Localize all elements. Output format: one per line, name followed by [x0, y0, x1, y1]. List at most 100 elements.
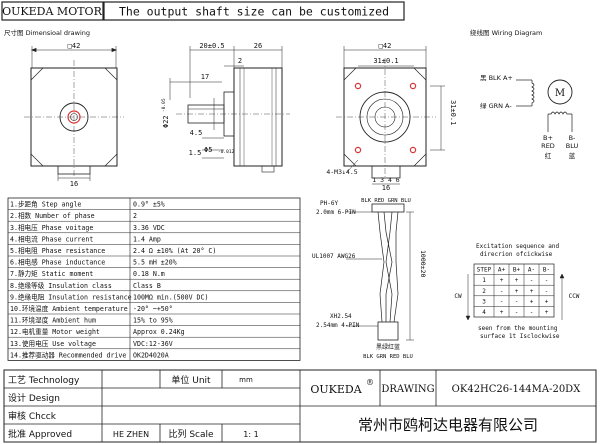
excitation-header-cell: B-	[543, 267, 550, 274]
excitation-header-cell: A+	[498, 267, 506, 274]
excitation-frame	[473, 263, 555, 318]
dim-1-5: 1.5	[189, 149, 202, 157]
wiring-diagram	[516, 79, 573, 132]
excitation-header-cell: A-	[528, 267, 535, 274]
wire-blu: BLU	[566, 142, 579, 150]
front-width-label: □42	[68, 42, 81, 50]
company-name: 常州市鸥柯达电器有限公司	[358, 416, 538, 434]
header: OUKEDA MOTOR The output shaft size can b…	[1, 1, 405, 21]
wire-colors-bottom-cn: 黑绿红蓝	[376, 343, 400, 351]
rear-view	[336, 46, 445, 185]
spec-value: 0.18 N.m	[133, 270, 165, 278]
scale-label: 比列 Scale	[168, 428, 214, 440]
spec-value: -20° ~+50°	[133, 305, 173, 313]
ph-pitch-label: 2.0mm 6-PIN	[316, 209, 356, 216]
model-number: OK42HC26-144MA-20DX	[452, 384, 582, 395]
spec-label: 8.绝缘等级 Insulation class	[10, 281, 112, 290]
front-connector-width: 16	[70, 180, 78, 188]
technology-label: 工艺 Technology	[8, 375, 80, 386]
excitation-cell: 2	[482, 288, 486, 295]
spec-label: 9.绝缘电阻 Insulation resistance	[10, 292, 132, 301]
approver-name: HE ZHEN	[113, 430, 149, 439]
unit-value: mm	[239, 376, 253, 384]
excitation-note-1: seen from the mounting	[478, 325, 558, 332]
excitation-cell: +	[515, 277, 519, 284]
registered-mark: ®	[366, 378, 374, 387]
svg-text:31±0.1: 31±0.1	[449, 100, 457, 125]
spec-label: 5.相电阻 Phase resistance	[10, 246, 105, 255]
boss-diameter-dim: Φ22 -0.05	[161, 98, 170, 128]
excitation-cell: +	[500, 277, 504, 284]
wiring-title: 绕线图 Wiring Diagram	[470, 28, 542, 37]
excitation-cell: -	[530, 309, 534, 316]
excitation-title-1: Excitation sequence and	[476, 243, 559, 250]
spec-label: 12.电机重量 Motor weight	[10, 327, 100, 336]
spec-label: 13.使用电压 Use voltage	[10, 339, 96, 348]
hole-pitch-dim: 31±0.1	[373, 57, 398, 65]
spec-value: 1.4 Amp	[133, 235, 161, 243]
svg-text:Φ22: Φ22	[162, 115, 170, 128]
spec-label: 6.相电感 Phase inductance	[10, 258, 105, 267]
scale-value: 1: 1	[243, 430, 258, 439]
check-label: 审核 Chcck	[8, 410, 57, 422]
spec-label: 10.环境温度 Ambient temperature	[10, 304, 128, 313]
excitation-header-cell: B+	[513, 267, 521, 274]
spec-value: 15% to 95%	[133, 317, 173, 325]
mount-thread-label: 4-M3↓4.5	[326, 168, 357, 176]
wire-a-plus: 黑 BLK A+	[480, 74, 513, 82]
spec-label: 1.步距角 Step angle	[10, 200, 81, 209]
direction-arrows	[465, 273, 565, 321]
spec-value: 5.5 mH ±20%	[133, 259, 177, 267]
dim-17: 17	[201, 73, 209, 81]
svg-text:-0.05: -0.05	[161, 98, 167, 112]
dimension-title: 尺寸图 Dimensioal drawing	[4, 28, 90, 37]
excitation-cell: -	[500, 288, 504, 295]
excitation-cell: +	[530, 288, 534, 295]
svg-text:1000±20: 1000±20	[419, 250, 427, 277]
xh-connector-label: XH2.54	[330, 313, 352, 320]
tagline: The output shaft size can be customized	[119, 5, 389, 19]
excitation-cell: +	[515, 288, 519, 295]
spec-value: 3.36 VDC	[133, 224, 165, 232]
spec-value: Approx 0.24Kg	[133, 328, 185, 336]
spec-value: 0.9° ±5%	[133, 201, 165, 209]
wire-blu-cn: 蓝	[569, 151, 576, 160]
shaft-diameter-dim: Φ5 -0.012	[204, 146, 235, 155]
spec-value: Class B	[133, 282, 161, 290]
excitation-cell: 3	[482, 298, 486, 305]
approved-label: 批准 Approved	[8, 428, 72, 440]
wire-colors-top: BLK RED GRN BLU	[361, 198, 411, 204]
spec-label: 3.相电压 Phase voitage	[10, 223, 93, 232]
cw-label: CW	[454, 293, 462, 300]
title-block	[3, 369, 597, 443]
body-length-dim: 26	[254, 42, 262, 50]
excitation-cell: +	[500, 309, 504, 316]
spec-value: 2	[133, 212, 137, 220]
design-label: 设计 Design	[8, 392, 60, 404]
front-view	[24, 46, 124, 181]
wire-b-plus: B+	[543, 134, 553, 142]
cable-assembly	[346, 203, 414, 341]
drawing-label: DRAWING	[381, 384, 434, 395]
title-brand: OUKEDA	[310, 383, 362, 396]
svg-text:-0.012: -0.012	[218, 149, 235, 155]
wire-red: RED	[541, 142, 555, 150]
spec-value: 2.4 Ω ±10% (At 20° C)	[133, 247, 216, 255]
connector-width-dim: 16	[382, 184, 390, 192]
wire-a-minus: 绿 GRN A-	[480, 101, 512, 110]
side-view	[169, 46, 290, 173]
hole-pitch-vertical: 31±0.1	[449, 100, 457, 125]
wire-colors-bottom: BLK GRN RED BLU	[363, 354, 413, 360]
spec-value: OK2D4020A	[133, 351, 169, 359]
ul-wire-label: UL1007 AWG26	[312, 253, 356, 260]
dim-4-5: 4.5	[190, 129, 203, 137]
spec-value: 100MΩ min.(500V DC)	[133, 293, 208, 301]
excitation-title-2: direcrion ofcickwise	[480, 251, 553, 258]
excitation-cell: -	[515, 298, 519, 305]
ccw-label: CCW	[569, 293, 580, 300]
excitation-cell: +	[545, 298, 549, 305]
excitation-cell: -	[500, 298, 504, 305]
